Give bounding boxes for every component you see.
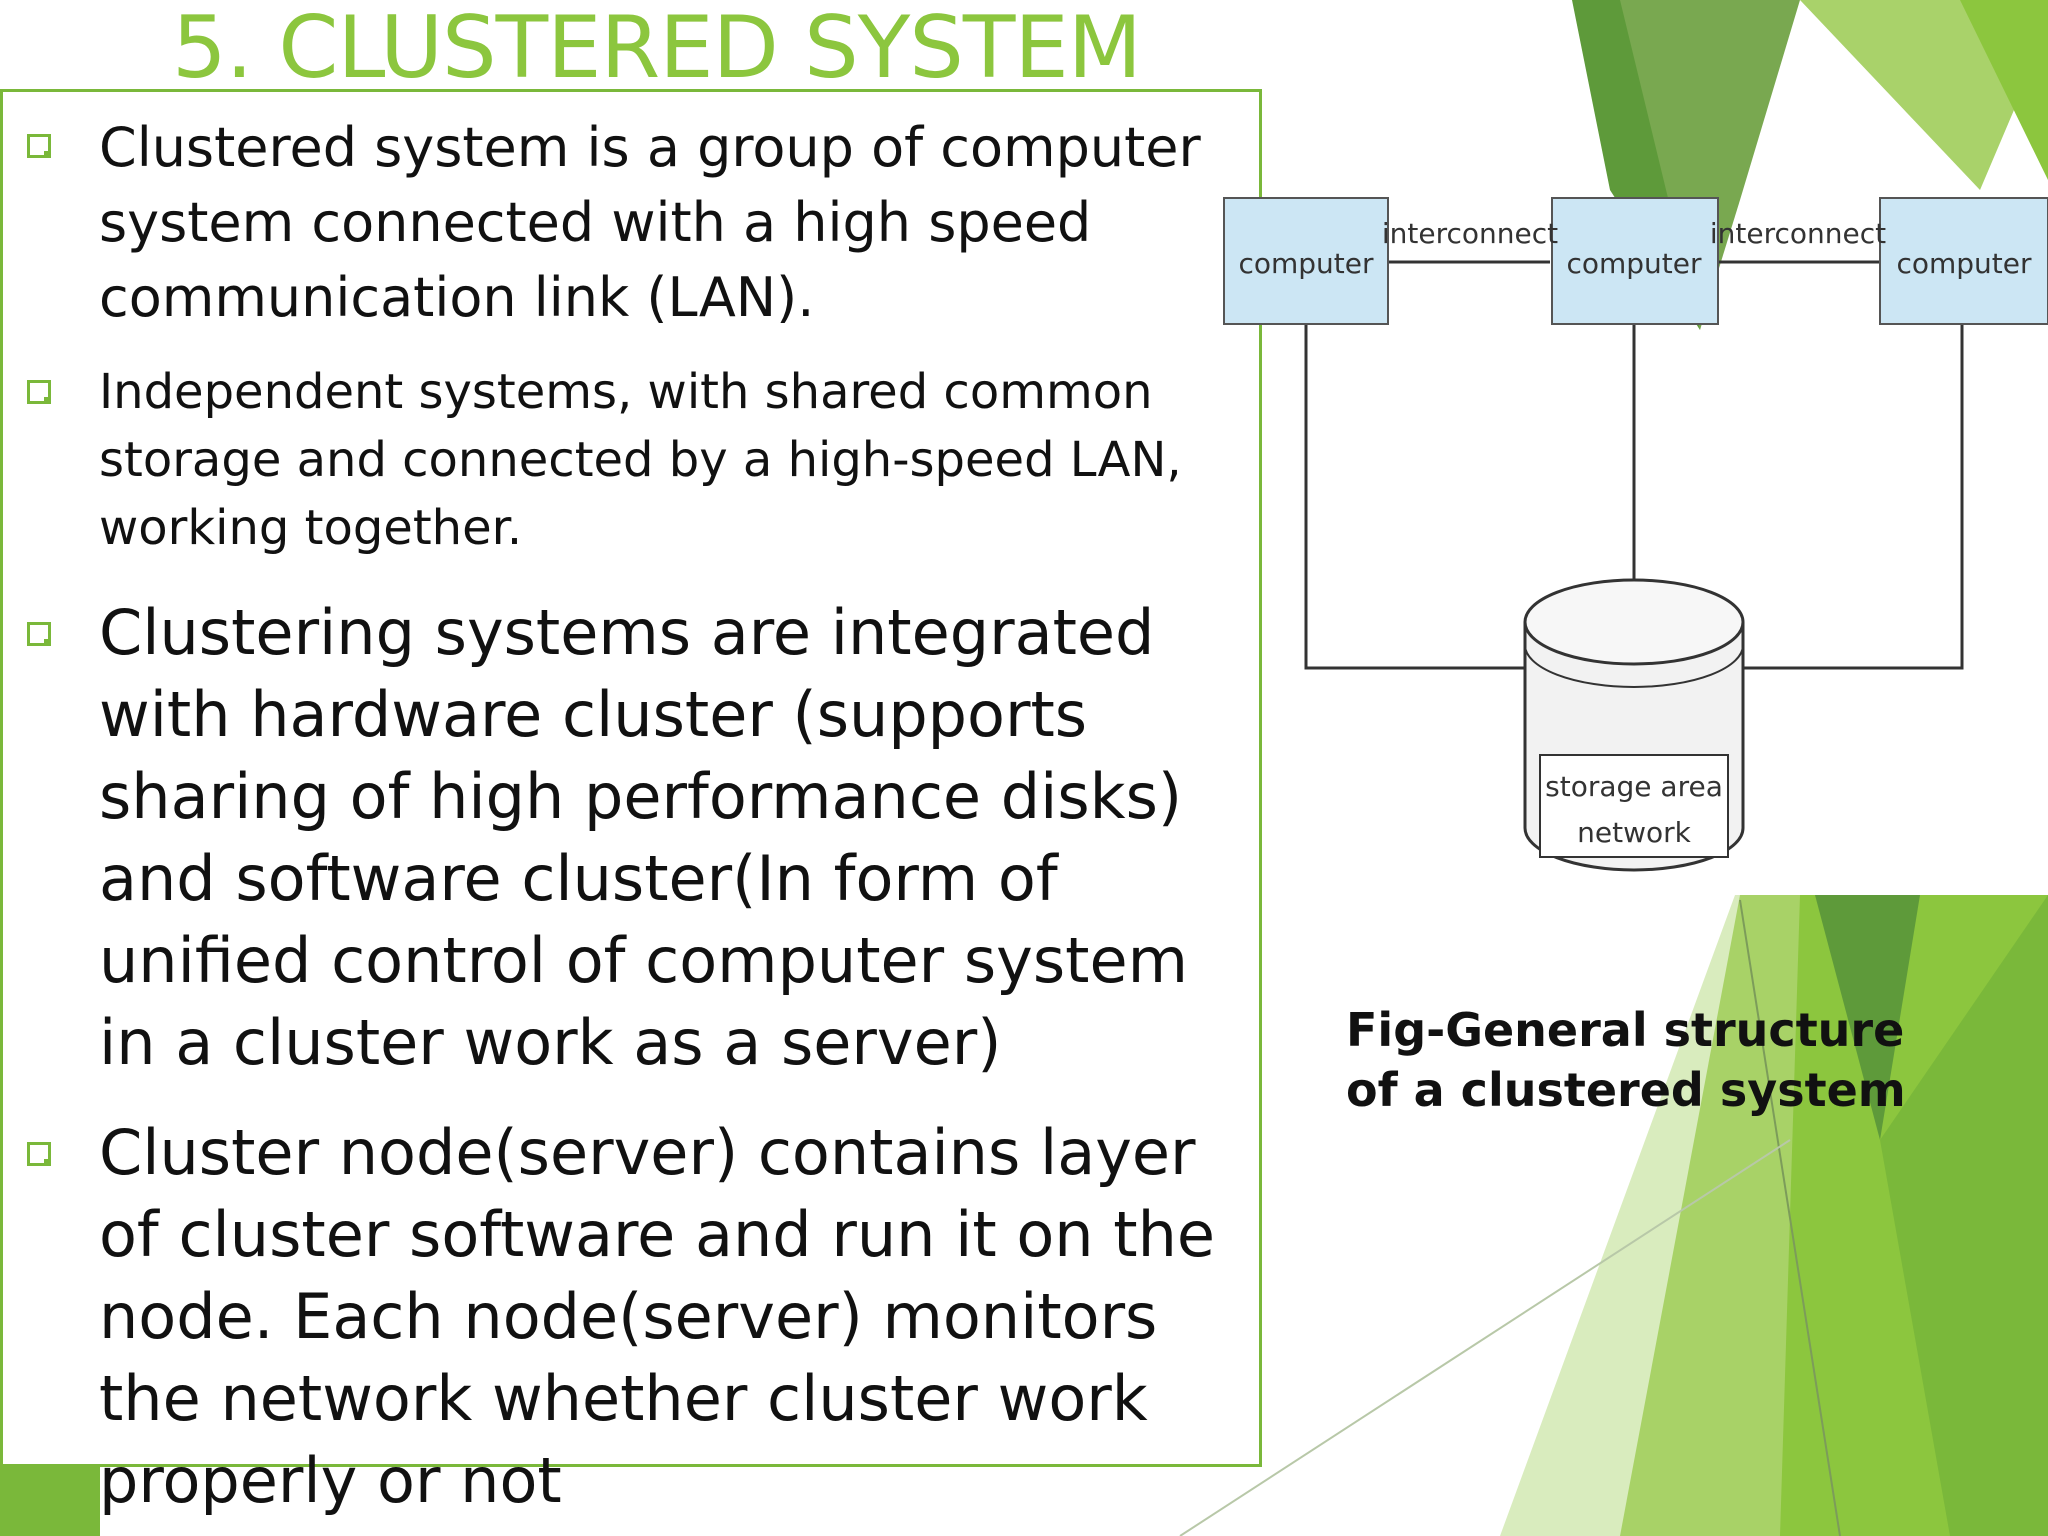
storage-label-line1: storage area <box>1545 770 1723 803</box>
computer-label: computer <box>1566 247 1702 280</box>
computer-box-center <box>1551 197 1719 325</box>
bg-shape-top-right-edge <box>1960 0 2048 180</box>
bg-shape-bottom-left <box>0 1467 100 1536</box>
storage-label-line2: network <box>1577 816 1691 849</box>
interconnect-label: interconnect <box>1710 217 1886 250</box>
bullet-text: Clustering systems are integrated with h… <box>99 596 1189 1079</box>
computer-label: computer <box>1896 247 2032 280</box>
checkbox-bullet-icon <box>27 1142 51 1166</box>
cluster-diagram: computer computer computer interconnect … <box>1223 197 2048 872</box>
interconnect-label: interconnect <box>1382 217 1558 250</box>
bg-thin-line-2 <box>1179 1139 1791 1536</box>
computer-box-right <box>1879 197 2048 325</box>
bg-thin-line-1 <box>1739 899 1841 1536</box>
bg-shape-top-right-mid <box>1620 0 1800 330</box>
storage-cylinder-icon <box>1523 578 1745 872</box>
bullet-text: Independent systems, with shared common … <box>99 364 1182 556</box>
bullet-text-box: Clustered system is a group of computer … <box>0 89 1262 1517</box>
link-right-to-storage <box>1743 324 1964 670</box>
computer-box-left <box>1223 197 1389 325</box>
slide-title: 5. CLUSTERED SYSTEM <box>172 0 1142 98</box>
link-left-to-storage <box>1304 324 1525 670</box>
checkbox-bullet-icon <box>27 134 51 158</box>
bullet-text: Clustered system is a group of computer … <box>99 116 1201 329</box>
bg-shape-bottom-right-deep <box>1880 895 2048 1536</box>
bullet-text: Cluster node(server) contains layer of c… <box>99 1116 1216 1517</box>
checkbox-bullet-icon <box>27 622 51 646</box>
figure-caption: Fig-General structure of a clustered sys… <box>1346 1003 1906 1117</box>
checkbox-bullet-icon <box>27 380 51 404</box>
bg-shape-bottom-right-dark <box>1815 895 1920 1140</box>
computer-label: computer <box>1238 247 1374 280</box>
